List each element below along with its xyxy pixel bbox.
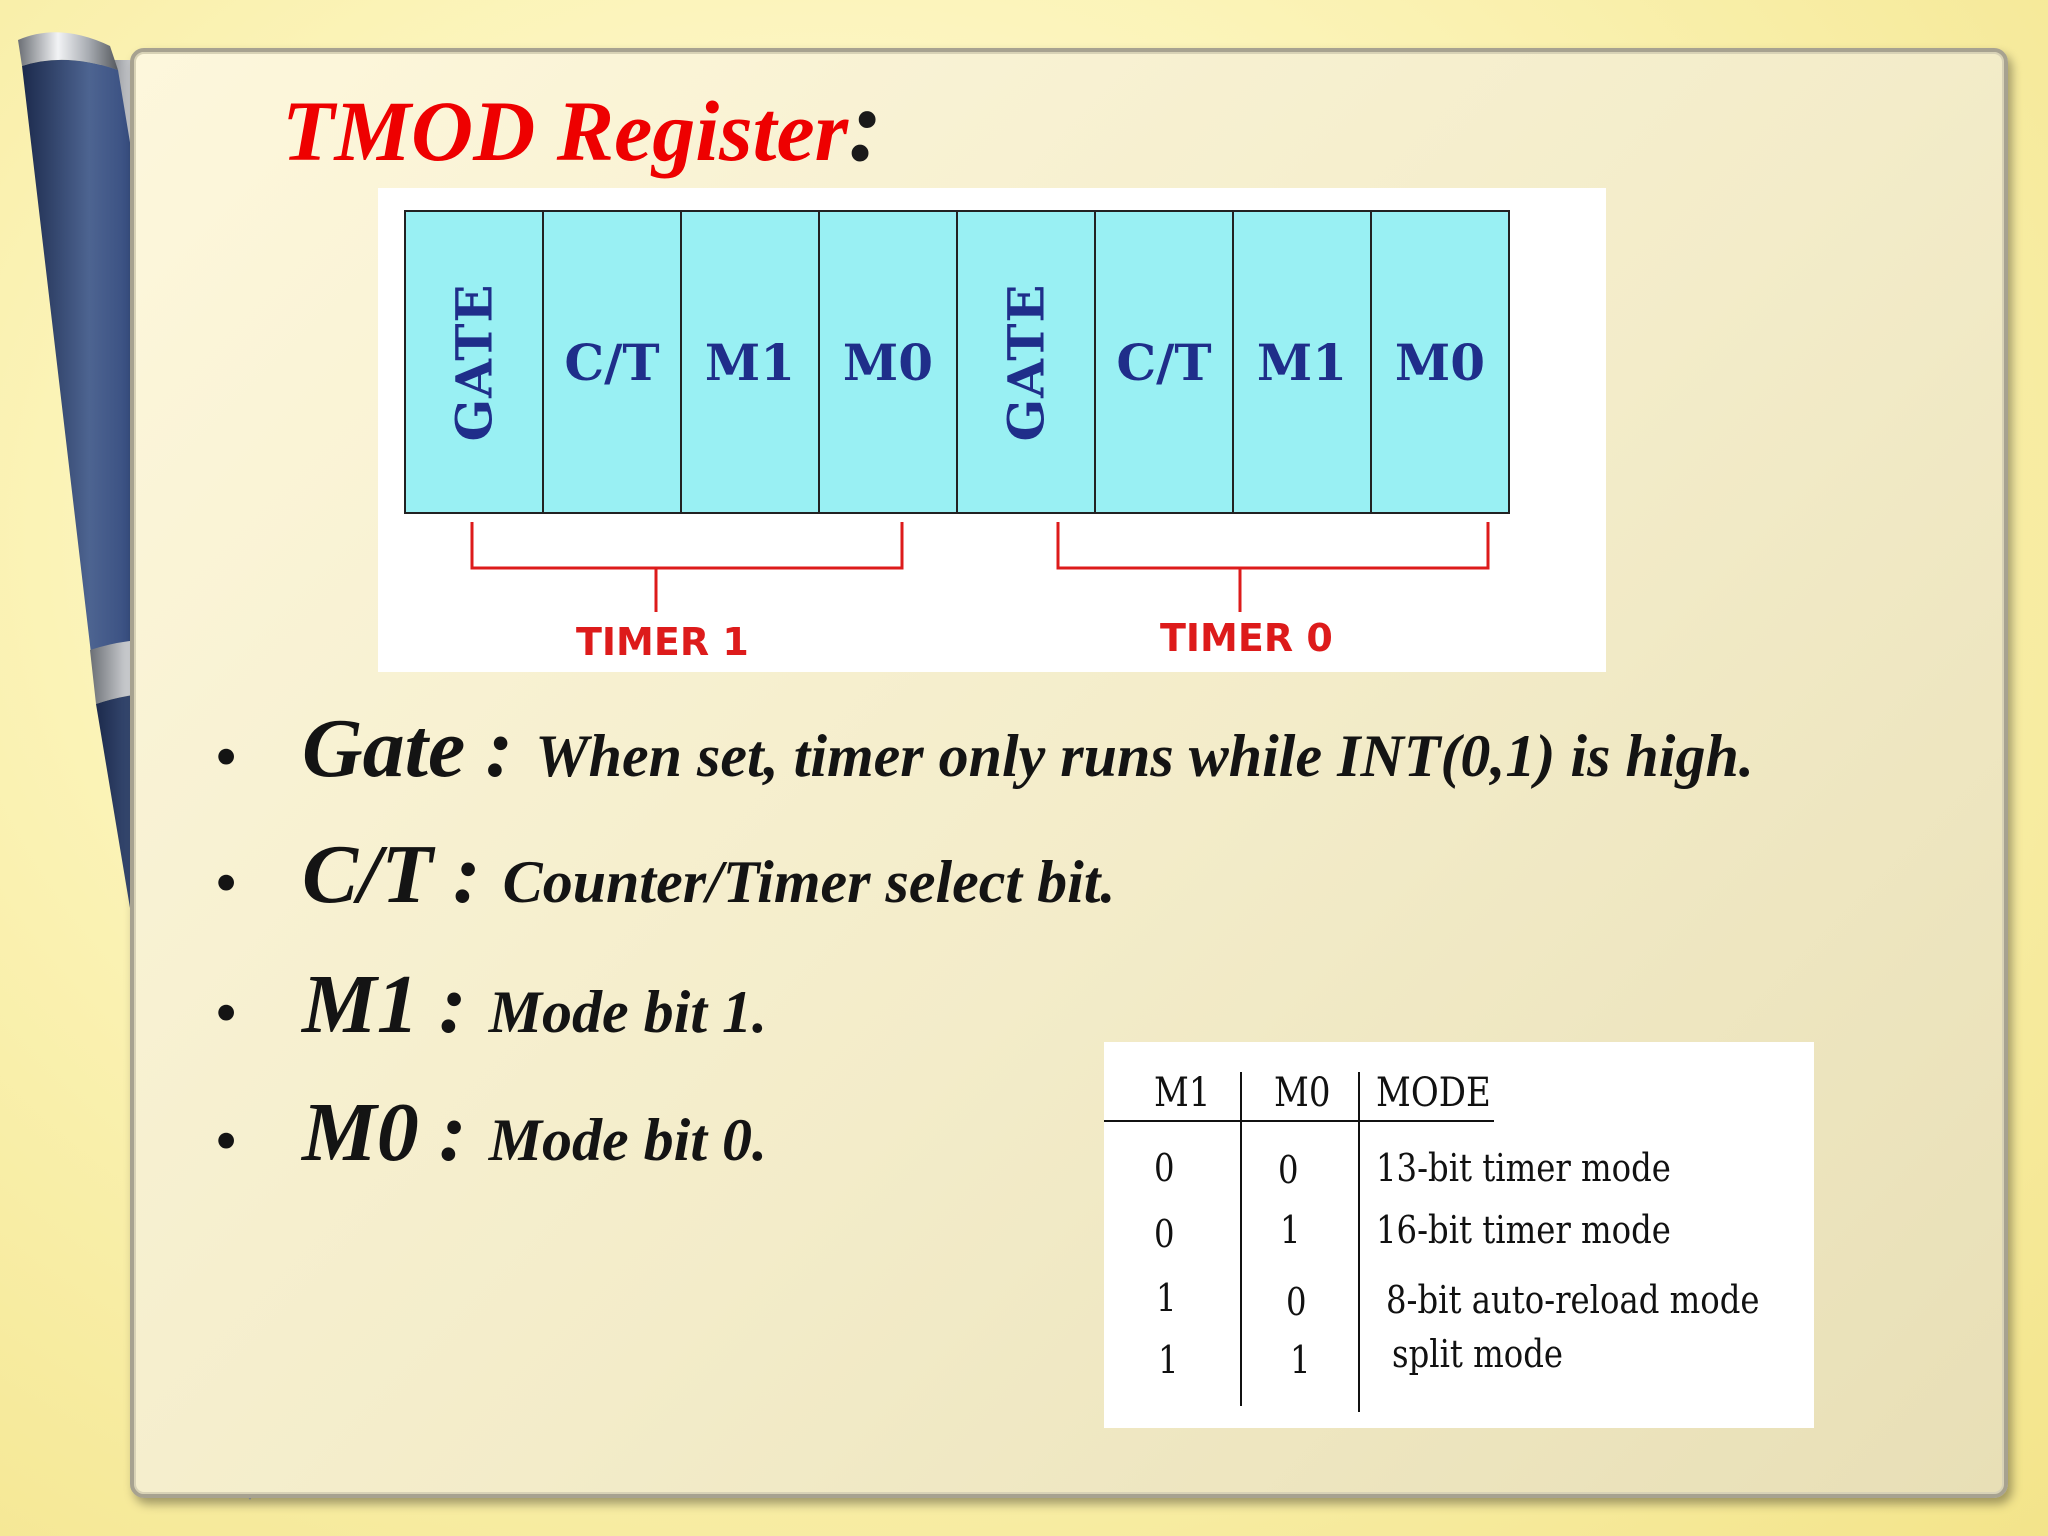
bullet-icon: • [216, 850, 237, 915]
bullet-icon: • [216, 1108, 237, 1173]
table-header-divider [1104, 1120, 1494, 1122]
bullet-icon: • [216, 724, 237, 789]
list-item: • C/T : Counter/Timer select bit. [216, 828, 1116, 921]
table-header-m0: M0 [1274, 1070, 1331, 1116]
bit-ct-timer0: C/T [1094, 210, 1234, 514]
register-bit-row: GATE C/T M1 M0 GATE C/T M1 M0 [404, 210, 1510, 518]
bit-m1-timer0: M1 [1232, 210, 1372, 514]
table-header-m1: M1 [1154, 1070, 1211, 1116]
table-cell: 8-bit auto-reload mode [1386, 1278, 1760, 1322]
bit-m1-timer1: M1 [680, 210, 820, 514]
timer0-label: TIMER 0 [1160, 616, 1333, 660]
bit-gate-timer1: GATE [404, 210, 544, 514]
timer1-label: TIMER 1 [576, 620, 749, 664]
table-cell: 1 [1156, 1276, 1177, 1320]
bit-m0-timer1: M0 [818, 210, 958, 514]
table-cell: 0 [1154, 1146, 1175, 1190]
table-cell: 0 [1154, 1212, 1175, 1256]
tmod-register-diagram: GATE C/T M1 M0 GATE C/T M1 M0 TIMER 1 TI… [378, 188, 1606, 672]
list-item: • M0 : Mode bit 0. [216, 1086, 768, 1179]
list-item: • Gate : When set, timer only runs while… [216, 702, 1754, 795]
mode-table: M1 M0 MODE 0 0 13-bit timer mode 0 1 16-… [1104, 1042, 1814, 1428]
table-column-divider [1358, 1072, 1360, 1412]
table-column-divider [1240, 1072, 1242, 1406]
table-cell: 16-bit timer mode [1376, 1208, 1671, 1252]
timer-group-brackets [470, 522, 1490, 612]
bullet-icon: • [216, 980, 237, 1045]
table-cell: 13-bit timer mode [1376, 1146, 1671, 1190]
bracket-timer1 [470, 522, 904, 570]
bracket-timer0 [1056, 522, 1490, 570]
list-item: • M1 : Mode bit 1. [216, 958, 768, 1051]
table-header-mode: MODE [1376, 1070, 1491, 1116]
table-cell: split mode [1392, 1332, 1564, 1376]
table-cell: 0 [1286, 1280, 1307, 1324]
slide-title: TMOD Register: [282, 68, 883, 183]
table-cell: 1 [1280, 1208, 1301, 1252]
table-cell: 1 [1290, 1338, 1311, 1382]
table-cell: 0 [1278, 1148, 1299, 1192]
table-cell: 1 [1158, 1338, 1179, 1382]
bit-m0-timer0: M0 [1370, 210, 1510, 514]
